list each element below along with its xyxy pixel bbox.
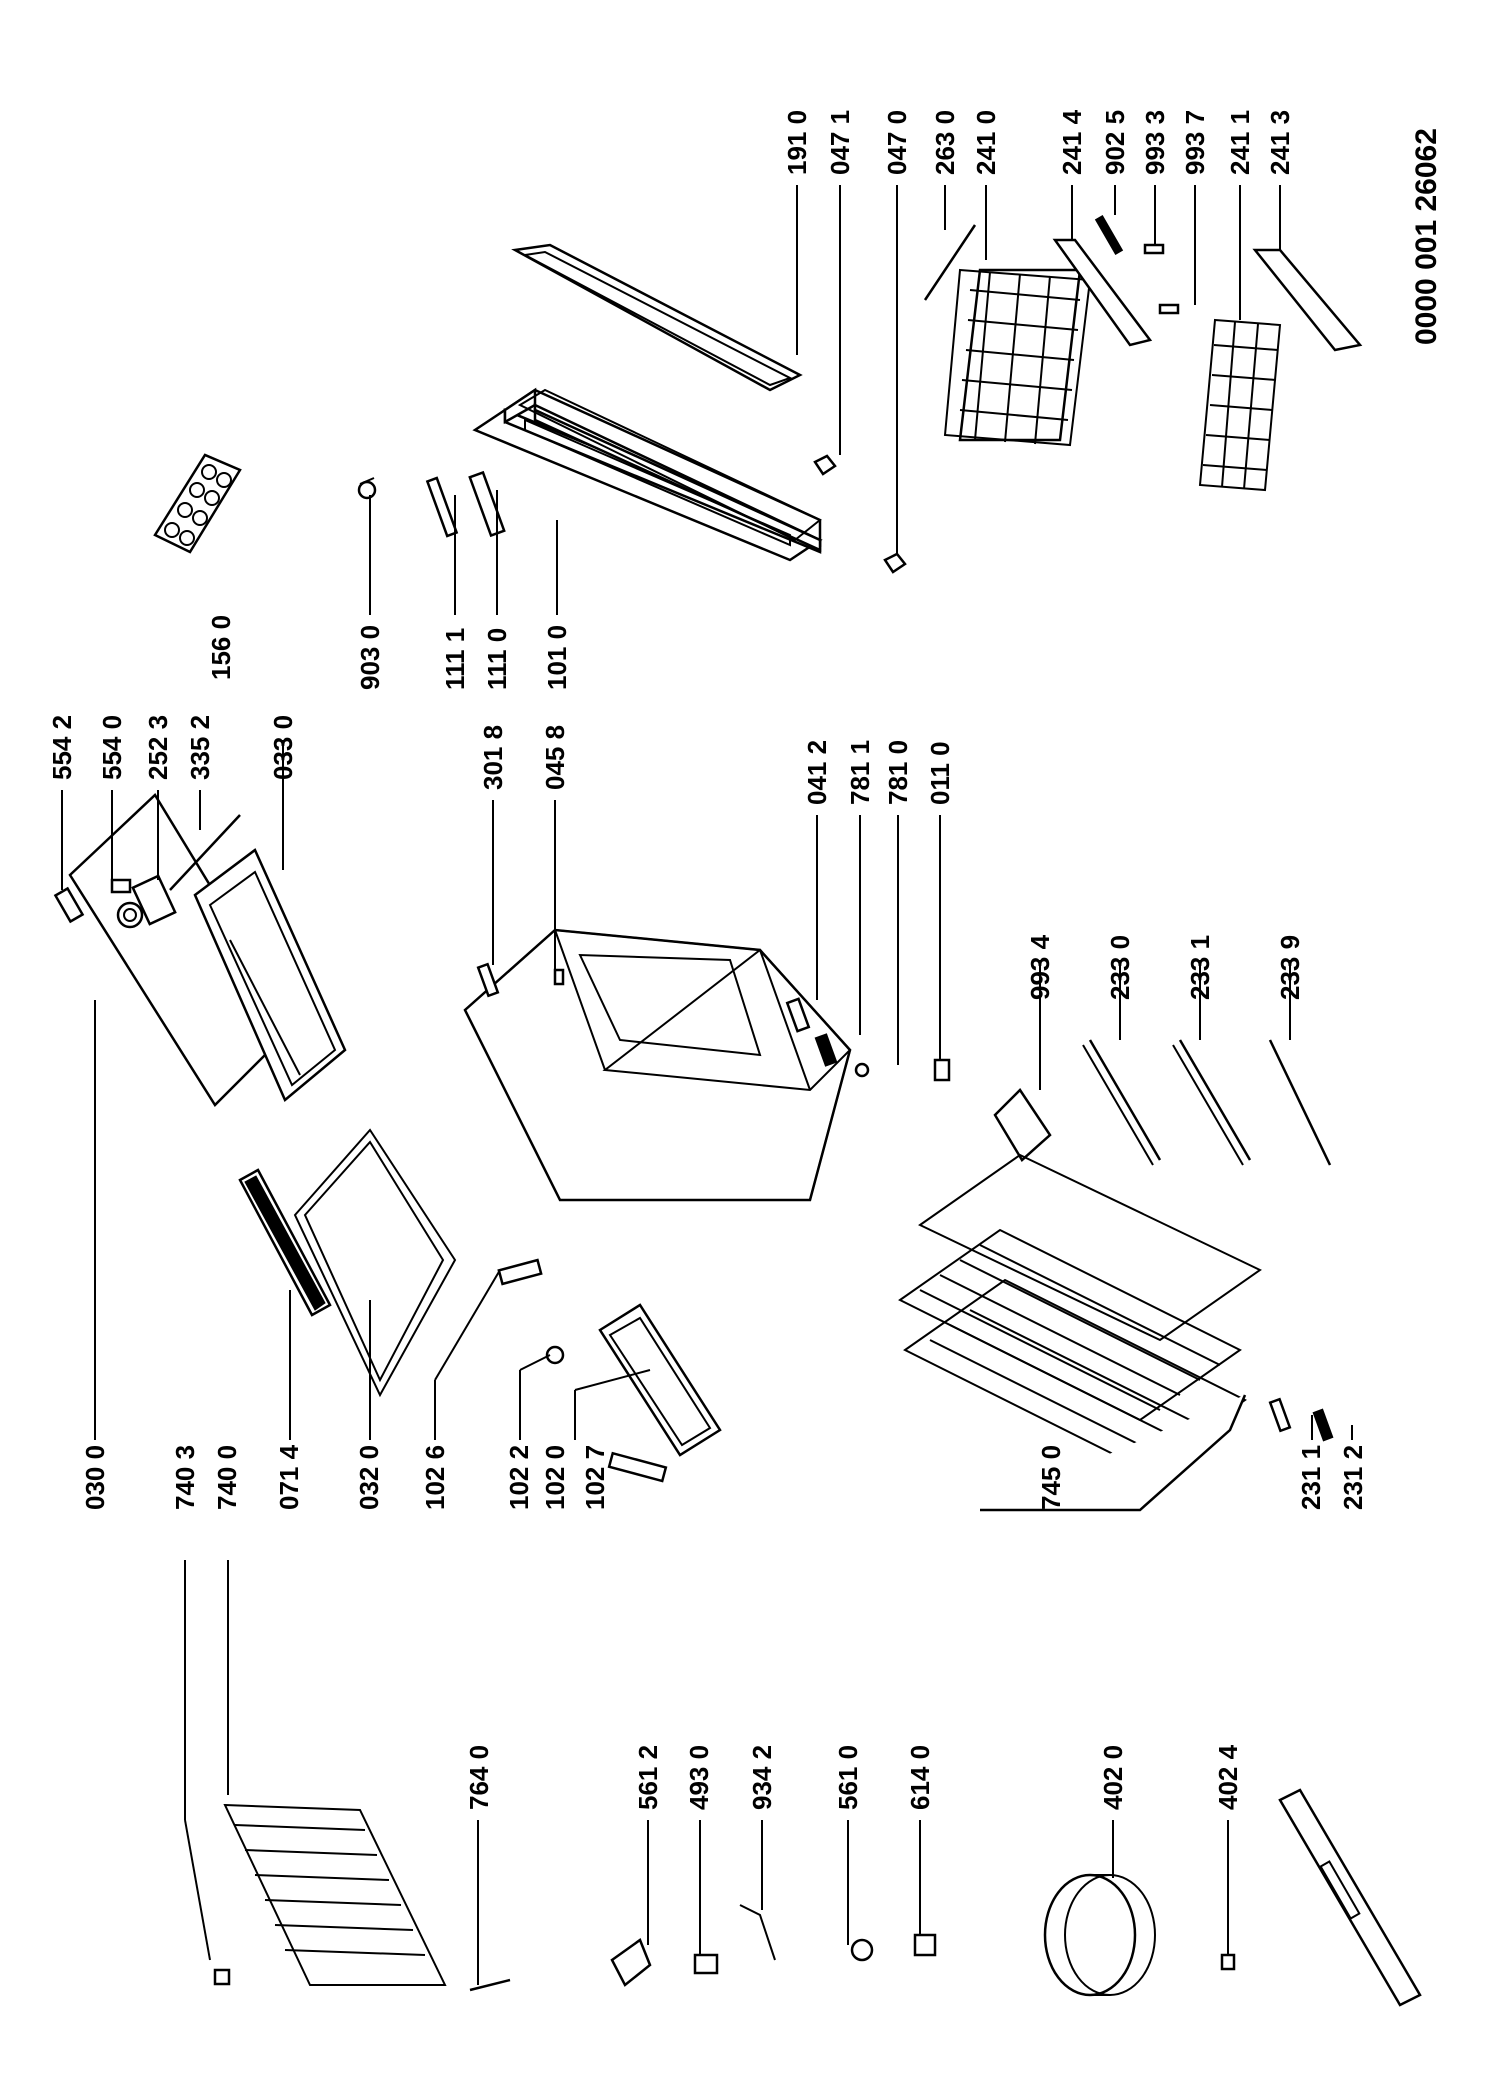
callout-561-0: 561 0 (833, 1745, 863, 1810)
callout-030-0: 030 0 (80, 1445, 110, 1510)
callout-011-0: 011 0 (925, 741, 955, 805)
foot-047-drawing (813, 454, 907, 574)
part-231-drawing (1268, 1397, 1334, 1442)
compressor-drawing (1043, 1873, 1156, 1997)
cabinet-gasket-drawing (293, 1128, 457, 1398)
callout-402-4: 402 4 (1213, 1744, 1243, 1810)
callout-241-4: 241 4 (1057, 109, 1087, 175)
thermostat-parts (610, 1904, 937, 1987)
callout-032-0: 032 0 (354, 1445, 384, 1510)
rail-233-0-drawing (1082, 1039, 1162, 1166)
lock-parts-drawing (53, 814, 241, 929)
wire-shelves-drawing (898, 1153, 1262, 1512)
basket-241-0-drawing (943, 268, 1092, 447)
callout-241-1: 241 1 (1225, 110, 1255, 175)
door-panel-grid (517, 388, 822, 542)
callout-252-3: 252 3 (143, 715, 173, 780)
callout-993-7: 993 7 (1180, 110, 1210, 175)
grille-drawing (238, 1168, 332, 1317)
callout-561-2: 561 2 (633, 1745, 663, 1810)
callout-993-3: 993 3 (1140, 110, 1170, 175)
callout-263-0: 263 0 (930, 110, 960, 175)
callout-402-0: 402 0 (1098, 1745, 1128, 1810)
document-number: 0000 001 26062 (1410, 128, 1443, 345)
callout-301-8: 301 8 (478, 725, 508, 790)
callout-033-0: 033 0 (268, 715, 298, 780)
callout-493-0: 493 0 (684, 1745, 714, 1810)
callout-934-2: 934 2 (747, 1745, 777, 1810)
callout-047-0: 047 0 (882, 110, 912, 175)
small-parts-041-781 (785, 997, 870, 1078)
hinge-111-drawing (425, 470, 506, 538)
callout-740-3: 740 3 (170, 1445, 200, 1510)
callout-191-0: 191 0 (782, 110, 812, 175)
callout-554-0: 554 0 (97, 715, 127, 780)
condenser-drawing (223, 1803, 511, 1992)
callout-241-3: 241 3 (1265, 110, 1295, 175)
callout-993-4: 993 4 (1025, 934, 1055, 1000)
knob-903-drawing (357, 477, 377, 500)
divider-263-drawing (923, 224, 977, 301)
callout-102-2: 102 2 (504, 1445, 534, 1510)
callout-902-5: 902 5 (1100, 110, 1130, 175)
divider-241-3-drawing (1252, 248, 1363, 352)
rail-233-9-drawing (1268, 1039, 1332, 1166)
callout-041-2: 041 2 (802, 740, 832, 805)
cabinet-drawing (463, 928, 852, 1202)
rail-233-1-drawing (1172, 1039, 1252, 1166)
callout-233-1: 233 1 (1185, 935, 1215, 1000)
callout-233-0: 233 0 (1105, 935, 1135, 1000)
callout-745-0: 745 0 (1036, 1445, 1066, 1510)
door-panel-drawing (472, 387, 823, 562)
ice-tray-drawing (153, 453, 242, 554)
callout-614-0: 614 0 (905, 1745, 935, 1810)
callout-071-4: 071 4 (274, 1444, 304, 1510)
callout-231-1: 231 1 (1296, 1445, 1326, 1510)
base-plate-drawing (1278, 1788, 1422, 2007)
callout-102-0: 102 0 (540, 1445, 570, 1510)
lid-liner-drawing (193, 848, 347, 1103)
callout-102-6: 102 6 (420, 1445, 450, 1510)
callout-111-1: 111 1 (440, 628, 470, 690)
callout-045-8: 045 8 (540, 725, 570, 790)
callout-554-2: 554 2 (47, 715, 77, 780)
callout-781-1: 781 1 (845, 740, 875, 805)
callout-labels: 030 0 740 3 740 0 071 4 032 0 102 6 102 … (47, 109, 1443, 1810)
callout-156-0: 156 0 (206, 615, 236, 680)
clip-902-drawing (1094, 214, 1180, 315)
divider-241-4-drawing (1052, 238, 1153, 347)
callout-111-0: 111 0 (482, 628, 512, 690)
callout-101-0: 101 0 (542, 625, 572, 690)
callout-102-7: 102 7 (580, 1445, 610, 1510)
callout-231-2: 231 2 (1338, 1445, 1368, 1510)
callout-233-9: 233 9 (1275, 935, 1305, 1000)
leader-lines (61, 185, 1353, 1985)
callout-740-0: 740 0 (212, 1445, 242, 1510)
callout-241-0: 241 0 (971, 110, 1001, 175)
basket-241-1-drawing (1198, 318, 1282, 492)
callout-764-0: 764 0 (464, 1745, 494, 1810)
callout-903-0: 903 0 (355, 625, 385, 690)
part-993-4-drawing (993, 1088, 1052, 1162)
part-740-3-drawing (213, 1968, 231, 1986)
callout-335-2: 335 2 (185, 715, 215, 780)
small-parts-301-045 (476, 962, 565, 998)
part-402-4-drawing (1220, 1953, 1236, 1971)
door-gasket-drawing (511, 243, 803, 392)
part-011-drawing (933, 1058, 951, 1082)
callout-781-0: 781 0 (883, 740, 913, 805)
hinge-102-parts (497, 1258, 722, 1483)
callout-047-1: 047 1 (825, 110, 855, 175)
